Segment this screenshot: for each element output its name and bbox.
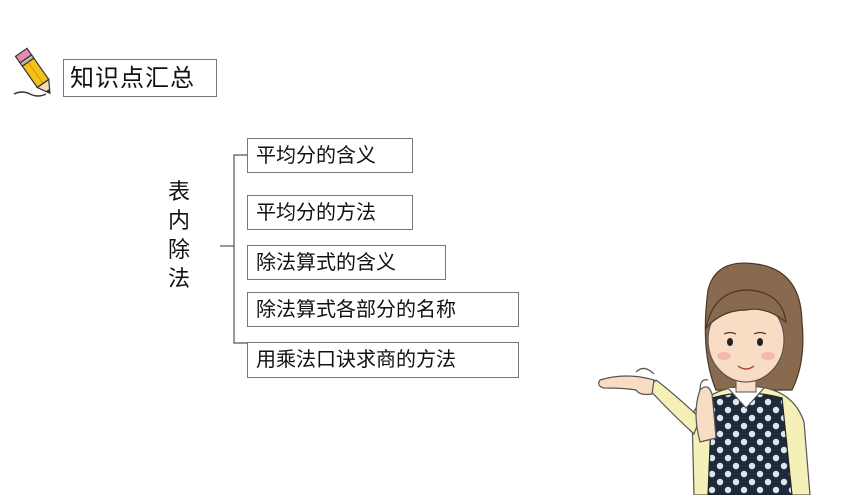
topic-char: 法 [167, 267, 190, 292]
topic-title: 表 内 除 法 [164, 178, 194, 294]
topic-char: 表 [167, 180, 190, 205]
list-item: 平均分的方法 [247, 195, 413, 230]
pencil-icon [13, 47, 51, 97]
topic-char: 内 [167, 209, 190, 234]
list-item: 除法算式各部分的名称 [247, 292, 519, 327]
list-item: 平均分的含义 [247, 138, 413, 173]
topic-char: 除 [167, 238, 190, 263]
page-title: 知识点汇总 [63, 59, 217, 97]
girl-pointing-illustration [598, 262, 811, 495]
list-item: 用乘法口诀求商的方法 [247, 342, 519, 378]
list-item: 除法算式的含义 [247, 245, 446, 280]
